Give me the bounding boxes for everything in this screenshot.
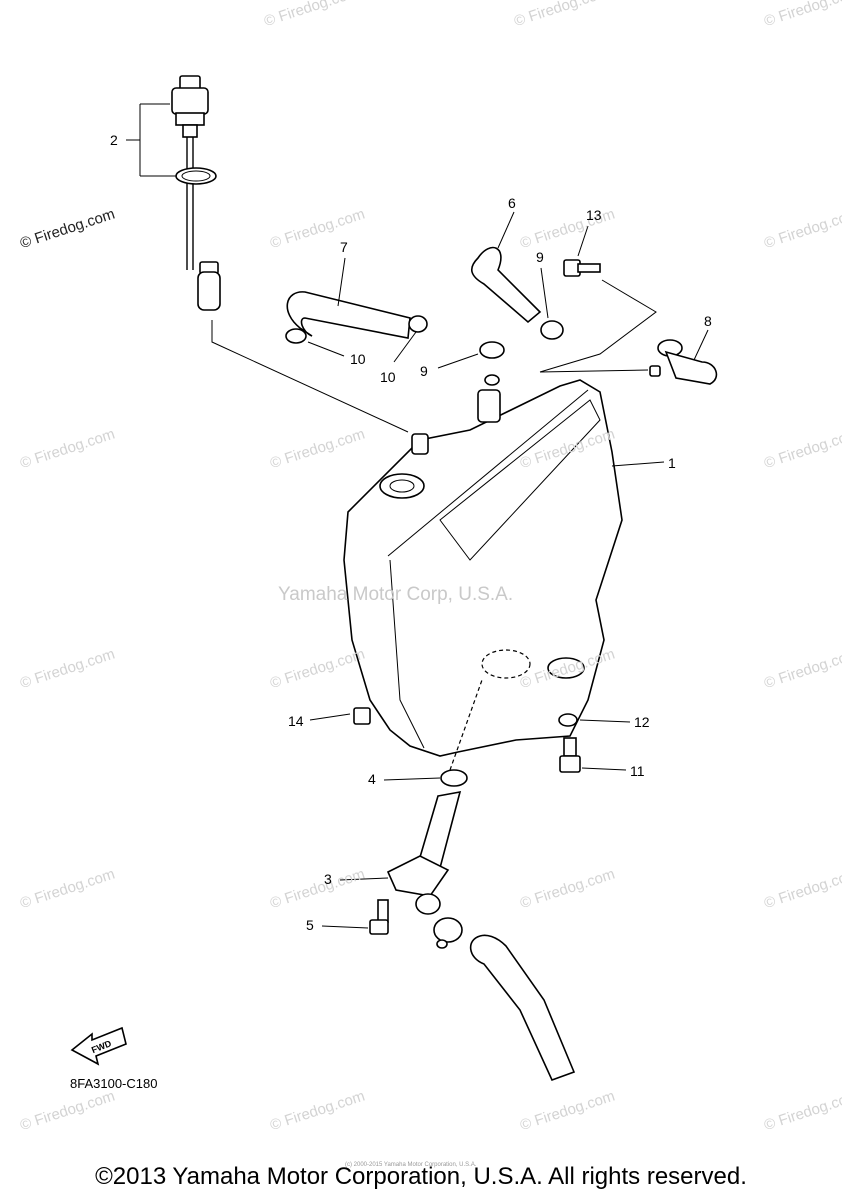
callout-8: 8: [704, 313, 712, 329]
fwd-arrow: FWD: [70, 1026, 127, 1066]
outlet-hose: [433, 917, 576, 1082]
callout-7: 7: [340, 239, 348, 255]
callout-6: 6: [508, 195, 516, 211]
callout-3: 3: [324, 871, 332, 887]
part-10-clamps: [285, 315, 428, 363]
part-8-fitting: [539, 329, 718, 385]
callout-9-lower: 9: [420, 363, 428, 379]
callout-4: 4: [368, 771, 376, 787]
part-2-level-sensor: [126, 75, 409, 433]
copyright-notice: ©2013 Yamaha Motor Corporation, U.S.A. A…: [95, 1163, 747, 1190]
callout-11: 11: [630, 763, 645, 779]
part-5-bolt: [321, 899, 389, 935]
part-12-washer: [558, 713, 631, 727]
callout-1: 1: [668, 455, 676, 471]
part-4-o-ring: [383, 679, 483, 787]
callout-10-right: 10: [380, 369, 396, 385]
callout-14: 14: [288, 713, 304, 729]
center-watermark: Yamaha Motor Corp, U.S.A.: [278, 584, 514, 605]
callout-13: 13: [586, 207, 602, 223]
part-11-bolt: [559, 737, 627, 773]
callout-5: 5: [306, 917, 314, 933]
part-7-hose: [286, 257, 411, 339]
part-9-clamps: [437, 267, 564, 369]
callout-2: 2: [110, 132, 118, 148]
part-13-bolt: [539, 225, 657, 373]
callout-10-left: 10: [350, 351, 366, 367]
tiny-copyright-note: (c) 2000-2015 Yamaha Motor Corporation, …: [345, 1162, 477, 1168]
part-3-strainer: [339, 790, 462, 915]
part-1-oil-tank: [343, 374, 665, 757]
diagram-code: 8FA3100-C180: [70, 1076, 158, 1091]
callout-12: 12: [634, 714, 650, 730]
callout-9-upper: 9: [536, 249, 544, 265]
part-6-hose: [471, 211, 542, 324]
part-14-nut: [309, 707, 371, 725]
